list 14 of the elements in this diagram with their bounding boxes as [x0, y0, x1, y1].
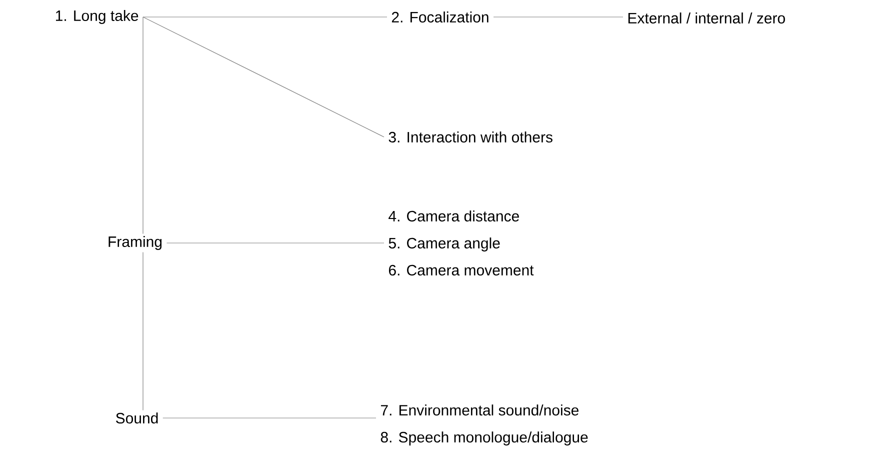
- connector-line: [493, 16, 624, 18]
- node-label: 3. Interaction with others: [388, 132, 552, 142]
- connector-line: [142, 252, 144, 411]
- list-text: 7. Environmental sound/noise 8. Speech monologue/dialogue: [380, 404, 588, 446]
- node-label: Framing: [108, 236, 162, 250]
- node-label: 2. Focalization: [392, 12, 488, 22]
- node-label: Sound: [116, 412, 158, 424]
- list-text: 4. Camera distance 5. Camera angle 6. Camera movement: [388, 210, 534, 276]
- node-label: External / internal / zero: [628, 12, 785, 24]
- connector-line: [142, 16, 144, 234]
- connector-line: [142, 16, 384, 138]
- node-label: 1. Long take: [56, 10, 138, 24]
- connector-line: [166, 242, 384, 244]
- connector-line: [142, 16, 388, 18]
